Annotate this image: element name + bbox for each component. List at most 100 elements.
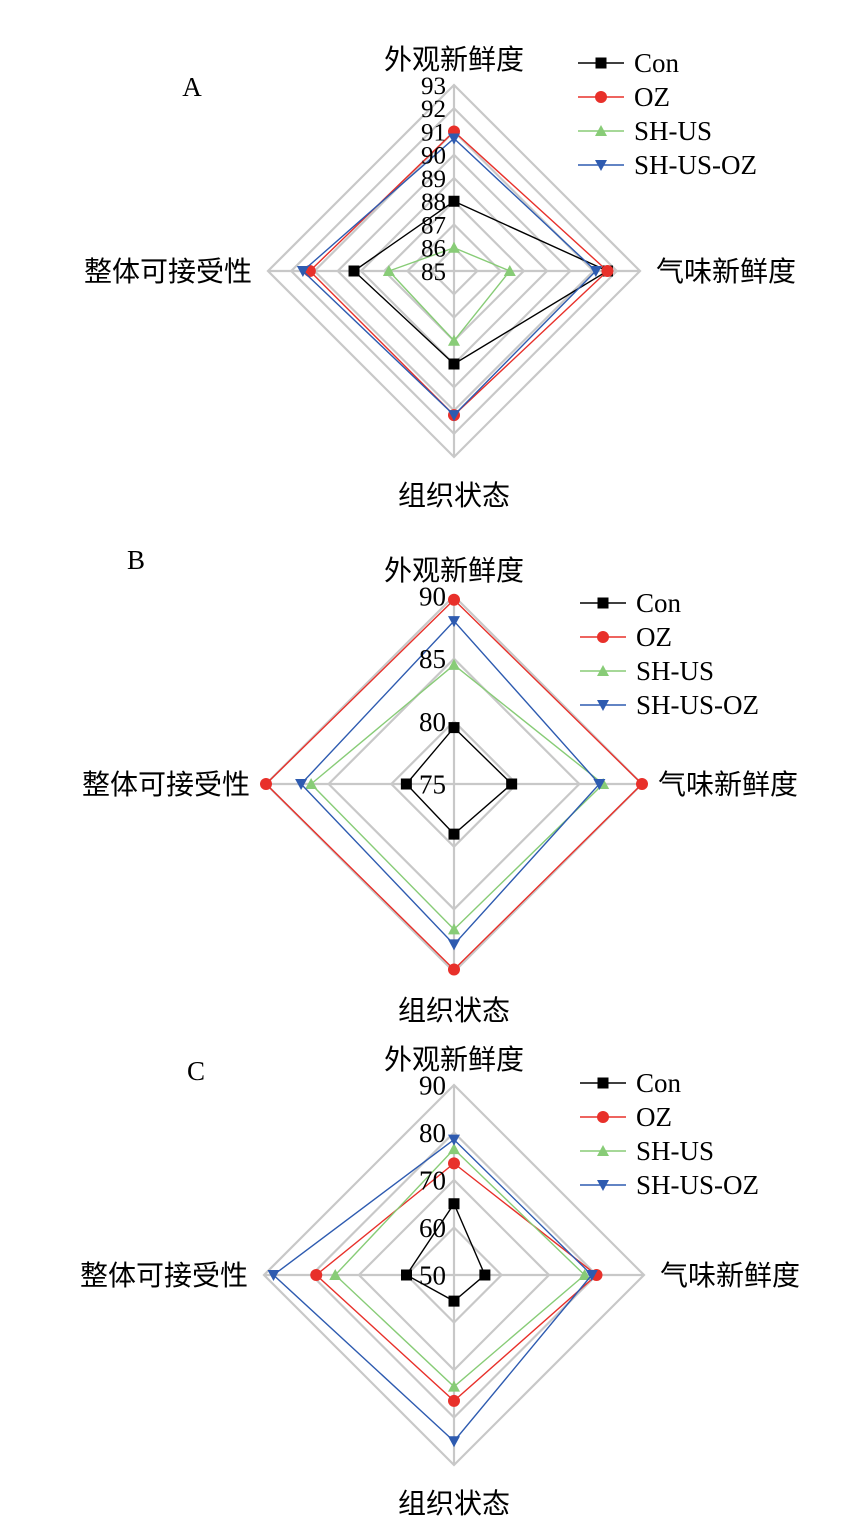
tick-label-1-1: 80 <box>419 707 446 737</box>
axis-label-2-3: 整体可接受性 <box>80 1259 248 1292</box>
legend-marker-0-SH-US <box>595 125 607 136</box>
series-line-0-SH-US-OZ <box>301 137 597 417</box>
data-point-0-Con-0 <box>448 195 460 207</box>
tick-label-1-2: 85 <box>419 644 446 674</box>
axis-label-1-2: 组织状态 <box>398 994 510 1027</box>
axis-label-0-0: 外观新鲜度 <box>384 43 524 76</box>
data-point-1-SH-US-3 <box>305 778 318 789</box>
data-point-0-Con-3 <box>348 265 360 277</box>
data-point-2-SH-US-3 <box>329 1269 342 1280</box>
axis-label-2-1: 气味新鲜度 <box>660 1259 800 1292</box>
data-point-2-Con-3 <box>401 1269 412 1281</box>
legend-label-1-0: Con <box>636 588 682 618</box>
legend-label-0-2: SH-US <box>634 116 712 146</box>
tick-label-0-4: 89 <box>421 166 446 193</box>
data-point-2-OZ-0 <box>448 1157 460 1170</box>
legend-marker-0-SH-US-OZ <box>595 160 607 171</box>
data-point-0-SH-US-OZ-1 <box>589 266 602 277</box>
data-point-2-SH-US-1 <box>578 1269 591 1280</box>
data-point-2-Con-0 <box>448 1198 460 1210</box>
data-point-2-SH-US-OZ-2 <box>448 1436 460 1448</box>
data-point-0-Con-2 <box>448 358 460 370</box>
data-point-0-OZ-1 <box>601 265 614 277</box>
data-point-2-SH-US-0 <box>448 1143 460 1155</box>
tick-label-0-3: 88 <box>421 189 446 216</box>
tick-label-2-2: 70 <box>419 1165 446 1195</box>
tick-label-2-0: 50 <box>419 1260 446 1290</box>
legend-marker-1-SH-US-OZ <box>597 700 609 711</box>
tick-label-0-2: 87 <box>421 212 446 239</box>
panel-label-0: A <box>182 72 202 102</box>
tick-label-1-3: 90 <box>419 581 446 611</box>
data-point-0-SH-US-OZ-2 <box>448 410 460 422</box>
legend-label-0-3: SH-US-OZ <box>634 150 757 180</box>
data-point-2-SH-US-OZ-3 <box>267 1270 280 1281</box>
tick-label-0-8: 93 <box>421 73 446 100</box>
tick-label-0-7: 92 <box>421 96 446 123</box>
legend-label-1-1: OZ <box>636 622 672 652</box>
legend-marker-2-SH-US-OZ <box>597 1180 609 1191</box>
legend-label-2-3: SH-US-OZ <box>636 1170 759 1200</box>
series-line-1-SH-US <box>310 664 605 931</box>
legend-label-1-3: SH-US-OZ <box>636 690 759 720</box>
legend-marker-2-OZ <box>597 1111 609 1123</box>
data-point-1-OZ-2 <box>448 963 460 976</box>
tick-label-2-1: 60 <box>419 1213 446 1243</box>
legend-marker-2-SH-US <box>597 1145 609 1156</box>
data-point-1-SH-US-OZ-0 <box>448 616 460 628</box>
axis-label-0-2: 组织状态 <box>398 479 510 512</box>
tick-label-0-1: 86 <box>421 236 446 263</box>
legend-marker-0-Con <box>595 57 607 69</box>
axis-label-1-0: 外观新鲜度 <box>384 554 524 587</box>
axis-label-2-2: 组织状态 <box>398 1487 510 1520</box>
legend-marker-1-SH-US <box>597 665 609 676</box>
data-point-1-Con-3 <box>400 778 412 790</box>
axis-label-0-1: 气味新鲜度 <box>656 255 796 288</box>
data-point-2-OZ-3 <box>310 1269 323 1281</box>
data-point-1-SH-US-OZ-3 <box>295 779 308 790</box>
legend-label-2-0: Con <box>636 1068 682 1098</box>
data-point-1-OZ-0 <box>448 593 460 606</box>
tick-label-0-5: 90 <box>421 143 446 170</box>
data-point-2-SH-US-OZ-0 <box>448 1134 460 1146</box>
data-point-1-Con-0 <box>448 722 460 734</box>
axis-label-0-3: 整体可接受性 <box>84 255 252 288</box>
data-point-1-OZ-3 <box>260 778 272 790</box>
legend-label-0-0: Con <box>634 48 680 78</box>
data-point-0-SH-US-0 <box>448 241 460 253</box>
tick-label-0-6: 91 <box>421 119 446 146</box>
panel-label-1: B <box>127 545 145 575</box>
legend-marker-1-Con <box>597 597 609 609</box>
axis-label-1-1: 气味新鲜度 <box>658 768 798 801</box>
data-point-2-Con-2 <box>448 1295 460 1307</box>
legend-marker-2-Con <box>597 1077 609 1089</box>
tick-label-1-0: 75 <box>419 769 446 799</box>
data-point-1-OZ-1 <box>636 778 648 790</box>
data-point-0-SH-US-2 <box>448 334 460 346</box>
legend-marker-1-OZ <box>597 631 609 643</box>
data-point-2-SH-US-OZ-1 <box>585 1270 598 1281</box>
data-point-0-SH-US-OZ-0 <box>448 133 460 145</box>
data-point-1-SH-US-OZ-1 <box>593 779 606 790</box>
data-point-1-Con-2 <box>448 828 460 840</box>
tick-label-2-4: 90 <box>419 1070 446 1100</box>
tick-label-2-3: 80 <box>419 1118 446 1148</box>
data-point-2-Con-1 <box>479 1269 491 1281</box>
data-point-0-SH-US-1 <box>503 265 516 276</box>
data-point-2-SH-US-2 <box>448 1380 460 1392</box>
data-point-0-SH-US-3 <box>382 265 395 276</box>
series-line-0-Con <box>352 200 609 365</box>
data-point-1-SH-US-0 <box>448 658 460 670</box>
data-point-1-SH-US-OZ-2 <box>448 939 460 951</box>
legend-marker-0-OZ <box>595 91 607 103</box>
legend-label-0-1: OZ <box>634 82 670 112</box>
legend-label-2-2: SH-US <box>636 1136 714 1166</box>
axis-label-1-3: 整体可接受性 <box>82 768 250 801</box>
legend-label-1-2: SH-US <box>636 656 714 686</box>
axis-label-2-0: 外观新鲜度 <box>384 1043 524 1076</box>
data-point-0-SH-US-OZ-3 <box>296 266 309 277</box>
data-point-1-Con-1 <box>506 778 518 790</box>
legend-label-2-1: OZ <box>636 1102 672 1132</box>
data-point-1-SH-US-2 <box>448 923 460 935</box>
